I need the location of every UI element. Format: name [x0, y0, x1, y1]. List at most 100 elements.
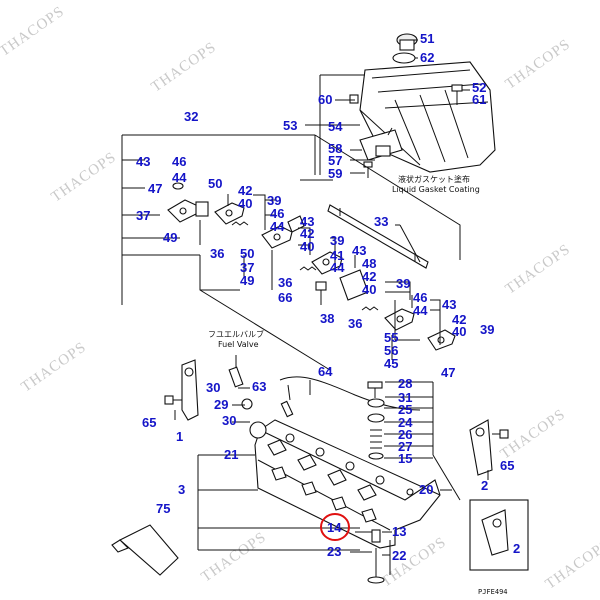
callout-32: 32 — [184, 109, 198, 124]
callout-20: 20 — [419, 482, 433, 497]
callout-54: 54 — [328, 119, 343, 134]
callout-51: 51 — [420, 31, 434, 46]
callout-52: 52 — [472, 80, 486, 95]
callout-26: 26 — [398, 427, 412, 442]
callout-53: 53 — [283, 118, 297, 133]
callout-36: 36 — [348, 316, 362, 331]
callout-3: 3 — [178, 482, 185, 497]
callout-numbers: 51 62 52 61 60 53 54 58 57 59 32 43 46 4… — [136, 31, 520, 563]
valve-train-parts — [367, 381, 391, 584]
callout-1: 1 — [176, 429, 183, 444]
callout-42: 42 — [452, 312, 466, 327]
callout-61: 61 — [472, 92, 486, 107]
callout-41: 41 — [330, 248, 344, 263]
watermark: THACOPS — [503, 36, 574, 92]
head-cover — [349, 33, 496, 178]
callout-42: 42 — [238, 183, 252, 198]
callout-37: 37 — [136, 208, 150, 223]
callout-64: 64 — [318, 364, 333, 379]
callout-56: 56 — [384, 343, 398, 358]
callout-49: 49 — [163, 230, 177, 245]
highlight-circle — [320, 513, 350, 541]
lifting-bracket-right — [469, 419, 509, 476]
callout-63: 63 — [252, 379, 266, 394]
callout-58: 58 — [328, 141, 342, 156]
callout-2: 2 — [481, 478, 488, 493]
callout-40: 40 — [300, 239, 314, 254]
watermark: THACOPS — [199, 529, 270, 585]
callout-27: 27 — [398, 439, 412, 454]
callout-44: 44 — [413, 303, 428, 318]
callout-42: 42 — [300, 226, 314, 241]
callout-65: 65 — [142, 415, 156, 430]
callout-43: 43 — [352, 243, 366, 258]
callout-75: 75 — [156, 501, 170, 516]
gasket-tube — [111, 524, 179, 576]
lifting-bracket-left — [164, 359, 199, 421]
callout-44: 44 — [330, 260, 345, 275]
callout-55: 55 — [384, 330, 398, 345]
callout-14: 14 — [327, 520, 342, 535]
callout-43: 43 — [300, 214, 314, 229]
callout-13: 13 — [392, 524, 406, 539]
callout-40: 40 — [362, 282, 376, 297]
callout-47: 47 — [148, 181, 162, 196]
callout-2: 2 — [513, 541, 520, 556]
liquid-gasket-label-jp: 液状ガスケット塗布 — [398, 174, 470, 184]
callout-30: 30 — [206, 380, 220, 395]
callout-47: 47 — [441, 365, 455, 380]
callout-39: 39 — [480, 322, 494, 337]
callout-36: 36 — [278, 275, 292, 290]
callout-30: 30 — [222, 413, 236, 428]
callout-62: 62 — [420, 50, 434, 65]
callout-48: 48 — [362, 256, 376, 271]
drawing-code: PJFE494 — [478, 588, 508, 596]
callout-45: 45 — [384, 356, 398, 371]
rocker-arms — [167, 182, 456, 360]
watermark: THACOPS — [49, 149, 120, 205]
callout-37: 37 — [240, 260, 254, 275]
callout-40: 40 — [452, 324, 466, 339]
callout-22: 22 — [392, 548, 406, 563]
callout-42: 42 — [362, 269, 376, 284]
watermark: THACOPS — [149, 39, 220, 95]
liquid-gasket-label-en: Liquid Gasket Coating — [392, 185, 480, 194]
callout-43: 43 — [136, 154, 150, 169]
callout-25: 25 — [398, 402, 412, 417]
callout-65: 65 — [500, 458, 514, 473]
callout-40: 40 — [238, 196, 252, 211]
callout-33: 33 — [374, 214, 388, 229]
watermark: THACOPS — [19, 339, 90, 395]
cylinder-head — [241, 376, 441, 549]
callout-46: 46 — [413, 290, 427, 305]
callout-50: 50 — [240, 246, 254, 261]
callout-57: 57 — [328, 153, 342, 168]
rocker-assembly-frame — [121, 134, 461, 371]
fuel-valve-label-en: Fuel Valve — [218, 340, 259, 349]
rocker-shaft — [327, 204, 429, 269]
callout-46: 46 — [172, 154, 186, 169]
callout-31: 31 — [398, 390, 412, 405]
callout-59: 59 — [328, 166, 342, 181]
callout-21: 21 — [224, 447, 238, 462]
fuel-valve-label-jp: フユエルバルブ — [208, 329, 264, 339]
callout-39: 39 — [330, 233, 344, 248]
leader-lines — [174, 39, 489, 556]
callout-43: 43 — [442, 297, 456, 312]
callout-29: 29 — [214, 397, 228, 412]
callout-36: 36 — [210, 246, 224, 261]
watermark: THACOPS — [0, 3, 68, 59]
fuel-valve — [228, 355, 244, 388]
callout-38: 38 — [320, 311, 334, 326]
callout-60: 60 — [318, 92, 332, 107]
callout-39: 39 — [396, 276, 410, 291]
watermark: THACOPS — [503, 241, 574, 297]
detail-box-bracket — [469, 499, 529, 571]
callout-44: 44 — [270, 219, 285, 234]
callout-49: 49 — [240, 273, 254, 288]
callout-44: 44 — [172, 170, 187, 185]
callout-24: 24 — [398, 415, 413, 430]
callout-28: 28 — [398, 376, 412, 391]
annotations: 液状ガスケット塗布 Liquid Gasket Coating フユエルバルブ … — [208, 174, 508, 596]
